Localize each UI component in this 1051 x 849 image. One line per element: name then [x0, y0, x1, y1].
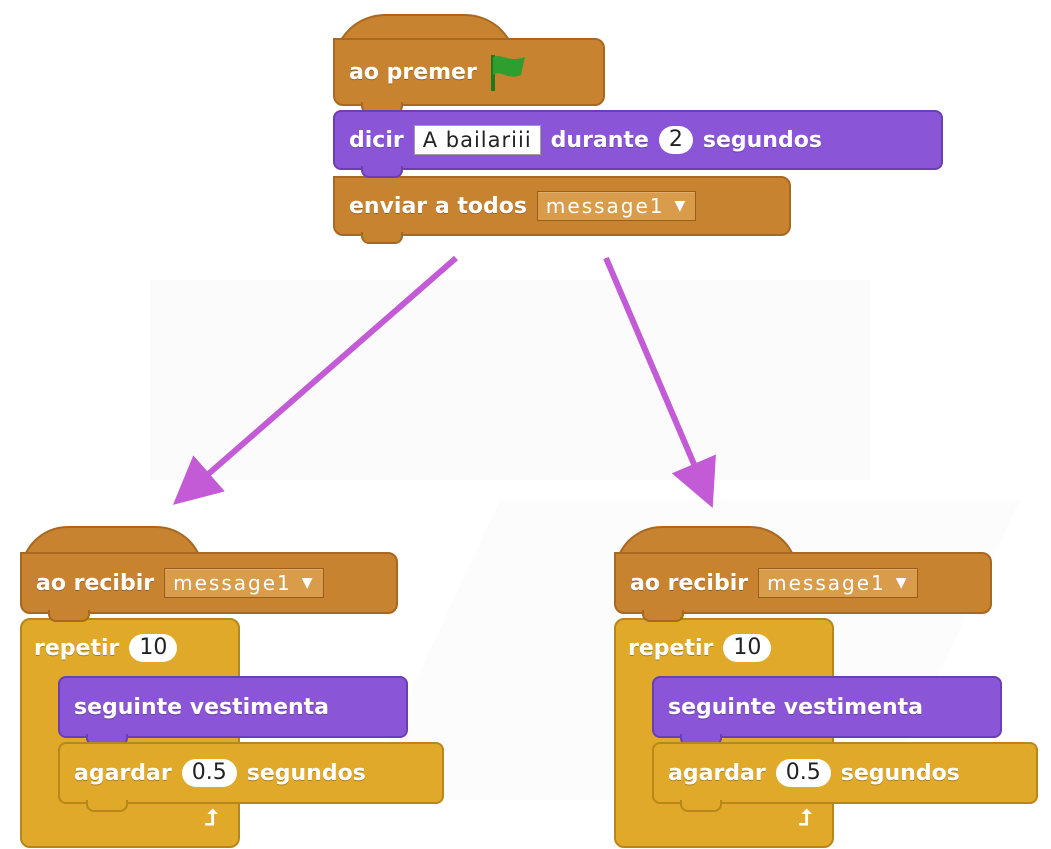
say-label: dicir — [349, 127, 404, 153]
say-text-input[interactable]: A bailariii — [413, 125, 541, 155]
arrow-to-right-script — [603, 256, 716, 509]
repeat-header: repetir 10 — [616, 620, 783, 676]
repeat-label: repetir — [34, 635, 120, 661]
next-costume-block[interactable]: seguinte vestimenta — [58, 676, 408, 746]
dropdown-arrow-icon: ▼ — [895, 575, 909, 591]
repeat-count-input[interactable]: 10 — [129, 634, 178, 662]
hat-label: ao premer — [349, 59, 477, 85]
next-costume-label: seguinte vestimenta — [74, 694, 330, 720]
next-costume-label: seguinte vestimenta — [668, 694, 924, 720]
receive-message-value: message1 — [767, 571, 886, 595]
receive-message-value: message1 — [173, 571, 292, 595]
say-seconds-label: segundos — [702, 127, 822, 153]
background-shape — [150, 280, 870, 480]
broadcast-label: enviar a todos — [349, 193, 527, 219]
wait-seconds-input[interactable]: 0.5 — [775, 759, 831, 787]
when-i-receive-block[interactable]: ao recibir message1 ▼ — [614, 552, 992, 622]
loop-return-arrow-icon: ⮥ — [205, 806, 218, 831]
dropdown-arrow-icon: ▼ — [674, 198, 688, 214]
loop-return-arrow-icon: ⮥ — [799, 806, 812, 831]
repeat-count-input[interactable]: 10 — [723, 634, 772, 662]
wait-label: agardar — [74, 760, 172, 786]
receive-message-dropdown[interactable]: message1 ▼ — [164, 568, 324, 598]
say-for-secs-block[interactable]: dicir A bailariii durante 2 segundos — [333, 110, 943, 178]
next-costume-block[interactable]: seguinte vestimenta — [652, 676, 1002, 746]
broadcast-message-value: message1 — [545, 194, 665, 218]
when-i-receive-block[interactable]: ao recibir message1 ▼ — [20, 552, 398, 622]
dropdown-arrow-icon: ▼ — [301, 575, 315, 591]
when-flag-clicked-block[interactable]: ao premer — [333, 38, 605, 114]
broadcast-block[interactable]: enviar a todos message1 ▼ — [333, 176, 791, 244]
repeat-label: repetir — [628, 635, 714, 661]
when-receive-label: ao recibir — [36, 570, 155, 596]
wait-block[interactable]: agardar 0.5 segundos — [58, 742, 444, 812]
when-receive-label: ao recibir — [630, 570, 749, 596]
wait-unit-label: segundos — [840, 760, 960, 786]
wait-seconds-input[interactable]: 0.5 — [181, 759, 237, 787]
broadcast-message-dropdown[interactable]: message1 ▼ — [536, 191, 697, 221]
wait-block[interactable]: agardar 0.5 segundos — [652, 742, 1038, 812]
say-duration-label: durante — [550, 127, 649, 153]
repeat-header: repetir 10 — [22, 620, 189, 676]
arrow-to-left-script — [172, 255, 458, 505]
wait-label: agardar — [668, 760, 766, 786]
wait-unit-label: segundos — [246, 760, 366, 786]
say-seconds-input[interactable]: 2 — [658, 126, 693, 154]
green-flag-icon[interactable] — [487, 53, 529, 91]
receive-message-dropdown[interactable]: message1 ▼ — [758, 568, 918, 598]
